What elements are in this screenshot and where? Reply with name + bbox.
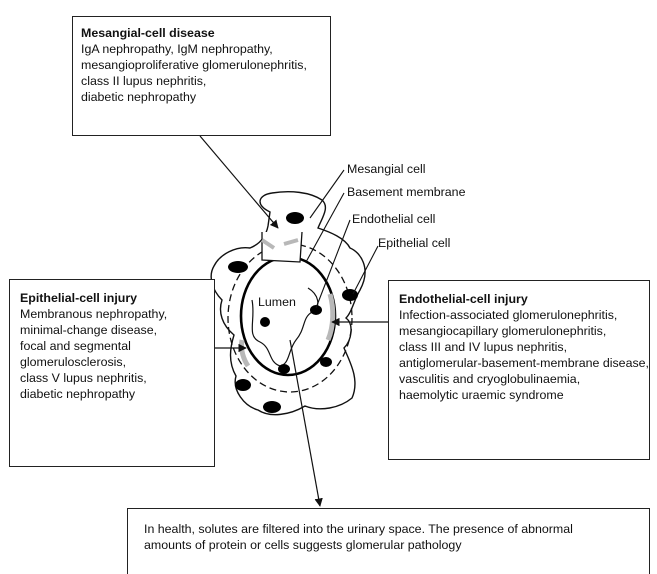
nucleus-bottom xyxy=(263,401,281,413)
nucleus-right xyxy=(342,289,358,301)
mesangial-box-line: mesangioproliferative glomerulonephritis… xyxy=(81,57,322,73)
label-basement-membrane: Basement membrane xyxy=(347,185,466,199)
epithelial-box-line: minimal-change disease, xyxy=(20,322,204,338)
mesangial-box-line: IgA nephropathy, IgM nephropathy, xyxy=(81,41,322,57)
mesangial-box-title: Mesangial-cell disease xyxy=(81,25,322,41)
epithelial-box-line: focal and segmental xyxy=(20,338,204,354)
nucleus-lumen-left xyxy=(260,317,270,327)
label-lumen: Lumen xyxy=(258,295,296,309)
label-endothelial-cell: Endothelial cell xyxy=(352,212,435,226)
mesangial-box-line: diabetic nephropathy xyxy=(81,89,322,105)
nucleus-lumen-bottom xyxy=(278,364,290,374)
nucleus-right-lower xyxy=(320,357,332,367)
endothelial-cell-injury-box: Endothelial-cell injury Infection-associ… xyxy=(388,280,650,460)
mesangial-box-line: class II lupus nephritis, xyxy=(81,73,322,89)
health-note-line: In health, solutes are filtered into the… xyxy=(144,521,633,537)
epithelial-box-line: Membranous nephropathy, xyxy=(20,306,204,322)
health-note-box: In health, solutes are filtered into the… xyxy=(127,508,650,574)
nucleus-top-left xyxy=(228,261,248,273)
leader-epithelial-cell xyxy=(353,246,378,294)
label-mesangial-cell: Mesangial cell xyxy=(347,162,426,176)
epithelial-box-line: glomerulosclerosis, xyxy=(20,354,204,370)
epithelial-box-line: class V lupus nephritis, xyxy=(20,370,204,386)
endothelial-box-line: haemolytic uraemic syndrome xyxy=(399,387,639,403)
endothelial-box-line: Infection-associated glomerulonephritis, xyxy=(399,307,639,323)
epithelial-box-line: diabetic nephropathy xyxy=(20,386,204,402)
endothelial-box-line: class III and IV lupus nephritis, xyxy=(399,339,639,355)
arrow-mesangial xyxy=(200,136,278,228)
endothelial-box-line: vasculitis and cryoglobulinaemia, xyxy=(399,371,639,387)
endothelial-highlight xyxy=(328,294,333,340)
endothelial-box-line: mesangiocapillary glomerulonephritis, xyxy=(399,323,639,339)
endothelial-box-title: Endothelial-cell injury xyxy=(399,291,639,307)
leader-mesangial-cell xyxy=(310,170,344,218)
nucleus-mesangial xyxy=(286,212,304,224)
endothelial-box-line: antiglomerular-basement-membrane disease… xyxy=(399,355,639,371)
epithelial-cell-injury-box: Epithelial-cell injury Membranous nephro… xyxy=(9,279,215,467)
epithelial-box-title: Epithelial-cell injury xyxy=(20,290,204,306)
mesangial-stalk xyxy=(262,232,302,262)
mesangial-cell-disease-box: Mesangial-cell disease IgA nephropathy, … xyxy=(72,16,331,136)
health-note-line: amounts of protein or cells suggests glo… xyxy=(144,537,633,553)
nucleus-left-lower xyxy=(235,379,251,391)
label-epithelial-cell: Epithelial cell xyxy=(378,236,450,250)
